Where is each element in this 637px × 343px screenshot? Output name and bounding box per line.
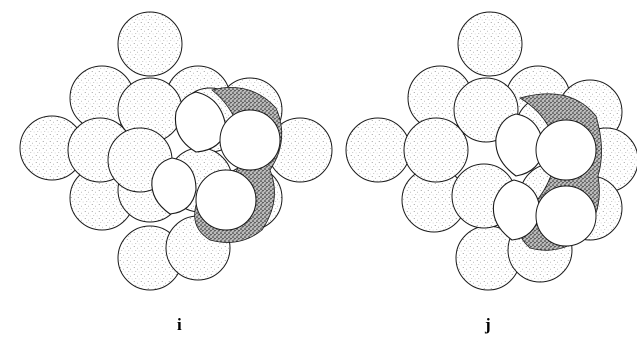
sphere-j-mid-1 <box>403 117 469 183</box>
exposed-sphere-i-0 <box>174 91 227 153</box>
cluster-i <box>19 11 333 291</box>
sphere-i-front-1 <box>219 109 281 171</box>
exposed-sphere-j-1 <box>492 179 541 241</box>
sphere-j-front-0 <box>535 119 597 181</box>
sphere-j-front-1 <box>535 185 597 247</box>
panel-label-i: i <box>177 315 182 334</box>
exposed-sphere-i-1 <box>151 157 197 215</box>
sphere-i-back-0 <box>117 11 183 77</box>
exposed-sphere-j-0 <box>495 113 545 177</box>
sphere-j-back-2 <box>345 117 411 183</box>
sphere-i-front-2 <box>195 169 257 231</box>
panel-label-j: j <box>485 315 491 334</box>
cluster-j <box>345 11 637 291</box>
sphere-j-back-0 <box>457 11 523 77</box>
